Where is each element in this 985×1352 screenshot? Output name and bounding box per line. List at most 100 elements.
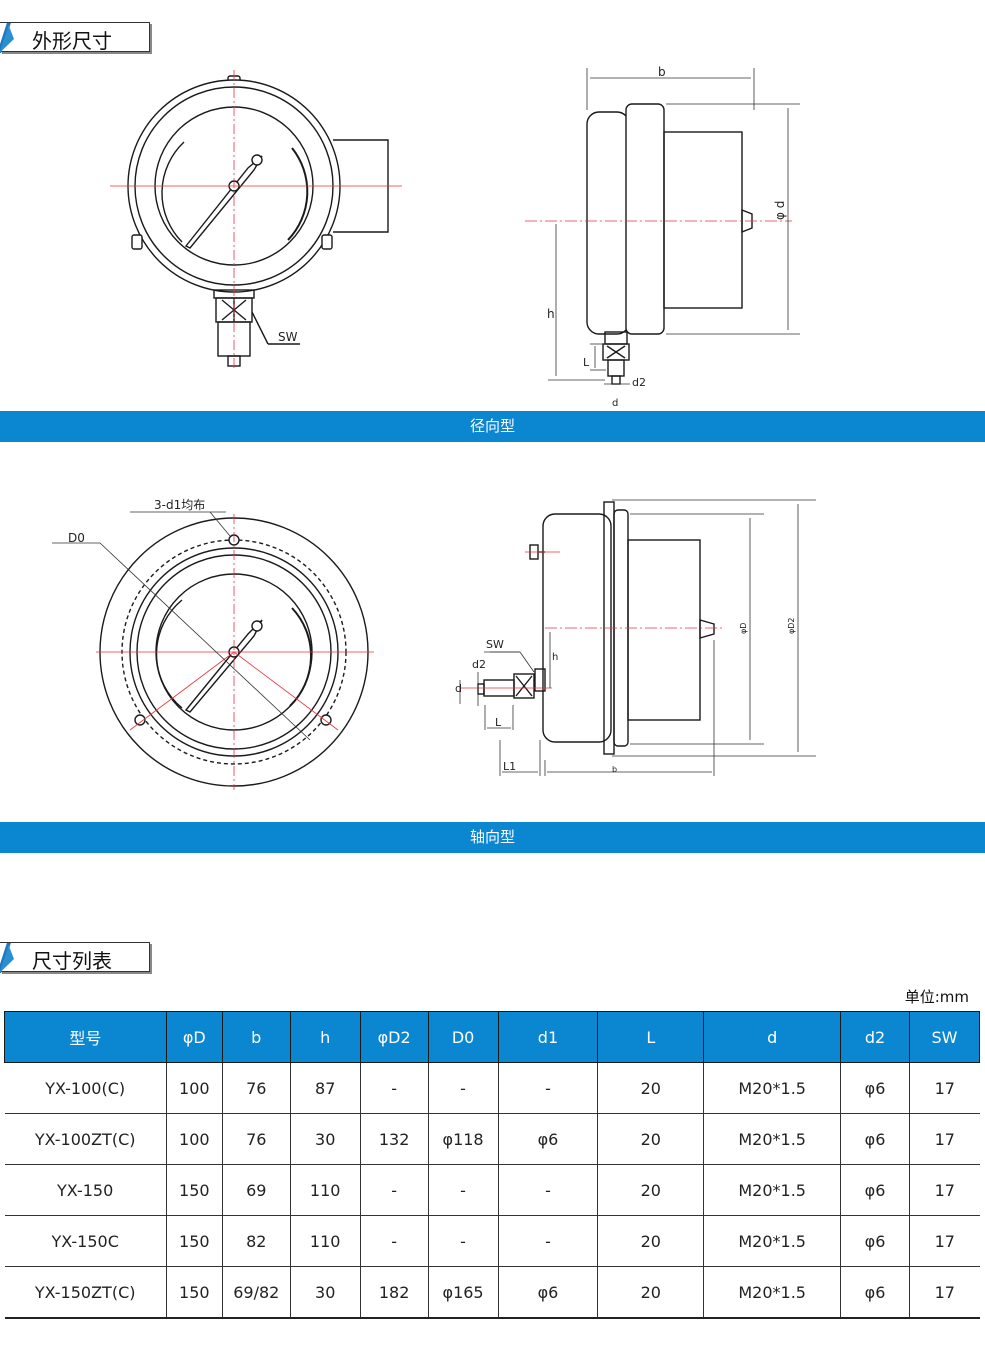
table-cell: 17 [909,1215,980,1267]
table-cell: φ6 [840,1062,910,1114]
section-marker-arrow-icon [0,25,19,53]
radial-front-centerlines [110,70,402,370]
section-title: 尺寸列表 [32,949,112,973]
radial-front-view [127,75,389,367]
table-cell: 20 [597,1266,705,1319]
bar-axial: 轴向型 [0,822,985,853]
table-cell: YX-150 [4,1164,167,1216]
table-cell: - [427,1062,499,1114]
radial-b-label: b [658,65,666,79]
table-cell: 30 [289,1266,361,1319]
table-cell: M20*1.5 [703,1164,842,1216]
axial-sw-label: SW [486,638,504,651]
table-cell: 69/82 [221,1266,291,1319]
table-cell: 150 [165,1215,223,1267]
axial-b-label: b [612,765,617,774]
table-header-cell: L [597,1011,705,1063]
table-cell: 17 [909,1164,980,1216]
table-cell: 182 [359,1266,429,1319]
radial-drawing: SW b φ d h L d2 d [110,65,800,409]
table-header-cell: φD [165,1011,223,1063]
axial-h-label: h [552,652,558,663]
table-cell: 82 [221,1215,291,1267]
table-cell: φ6 [840,1266,910,1319]
axial-drawing: 3-d1均布 D0 [52,498,816,790]
table-cell: φ6 [497,1266,599,1319]
table-header-cell: SW [909,1011,980,1063]
radial-dimension-lines [548,68,800,385]
axial-front-centerlines [96,514,374,790]
table-cell: 17 [909,1062,980,1114]
table-cell: - [427,1215,499,1267]
table-cell: 20 [597,1164,705,1216]
table-cell: YX-100(C) [4,1062,167,1114]
table-cell: - [359,1215,429,1267]
table-header-row: 型号 φD b h φD2 D0 d1 L d d2 SW [4,1011,980,1063]
table-header-cell: d1 [497,1011,599,1063]
section-header-dimensions: 外形尺寸 [0,22,150,53]
table-cell: - [497,1215,599,1267]
axial-dimension-lines [459,499,816,776]
axial-l-label: L [495,716,502,729]
table-cell: 17 [909,1113,980,1165]
table-header-cell: h [289,1011,361,1063]
table-cell: - [497,1164,599,1216]
table-cell: 30 [289,1113,361,1165]
table-cell: φ6 [840,1215,910,1267]
section-header-dimension-list: 尺寸列表 [0,942,150,973]
table-cell: φ165 [427,1266,499,1319]
table-cell: - [427,1164,499,1216]
table-cell: - [359,1062,429,1114]
axial-front-leaders [52,511,311,741]
table-cell: 132 [359,1113,429,1165]
table-header-cell: 型号 [4,1011,167,1063]
axial-d-label: d [455,682,462,695]
table-cell: 87 [289,1062,361,1114]
radial-d2-label: d2 [632,376,646,389]
dimension-table: 型号 φD b h φD2 D0 d1 L d d2 SW YX-100(C)1… [4,1011,980,1319]
table-cell: φ118 [427,1113,499,1165]
axial-holes-label: 3-d1均布 [154,498,205,512]
table-cell: 110 [289,1215,361,1267]
table-cell: φ6 [840,1113,910,1165]
table-cell: YX-150C [4,1215,167,1267]
table-header-cell: d2 [840,1011,910,1063]
table-cell: 69 [221,1164,291,1216]
table-header-cell: b [221,1011,291,1063]
radial-h-label: h [547,307,555,321]
axial-l1-label: L1 [503,760,516,773]
table-cell: φ6 [840,1164,910,1216]
table-cell: M20*1.5 [703,1266,842,1319]
table-cell: - [497,1062,599,1114]
table-cell: YX-150ZT(C) [4,1266,167,1319]
axial-phi-d-label: φD [739,623,748,634]
radial-d-label: d [612,398,618,409]
radial-side-view [586,103,753,385]
table-cell: 100 [165,1062,223,1114]
table-cell: M20*1.5 [703,1215,842,1267]
table-cell: 100 [165,1113,223,1165]
table-cell: 110 [289,1164,361,1216]
table-cell: 20 [597,1215,705,1267]
axial-d0-label: D0 [68,531,85,545]
section-title: 外形尺寸 [32,29,112,53]
table-cell: 76 [221,1062,291,1114]
unit-label: 单位:mm [904,988,969,1006]
table-header-cell: φD2 [359,1011,429,1063]
table-cell: 150 [165,1164,223,1216]
axial-side-centerlines [460,551,724,689]
table-header-cell: D0 [427,1011,499,1063]
table-cell: M20*1.5 [703,1062,842,1114]
table-cell: 20 [597,1062,705,1114]
table-cell: φ6 [497,1113,599,1165]
radial-l-label: L [583,356,590,369]
radial-phi-d-label: φ d [773,201,787,220]
table-cell: YX-100ZT(C) [4,1113,167,1165]
table-cell: 17 [909,1266,980,1319]
table-cell: 20 [597,1113,705,1165]
